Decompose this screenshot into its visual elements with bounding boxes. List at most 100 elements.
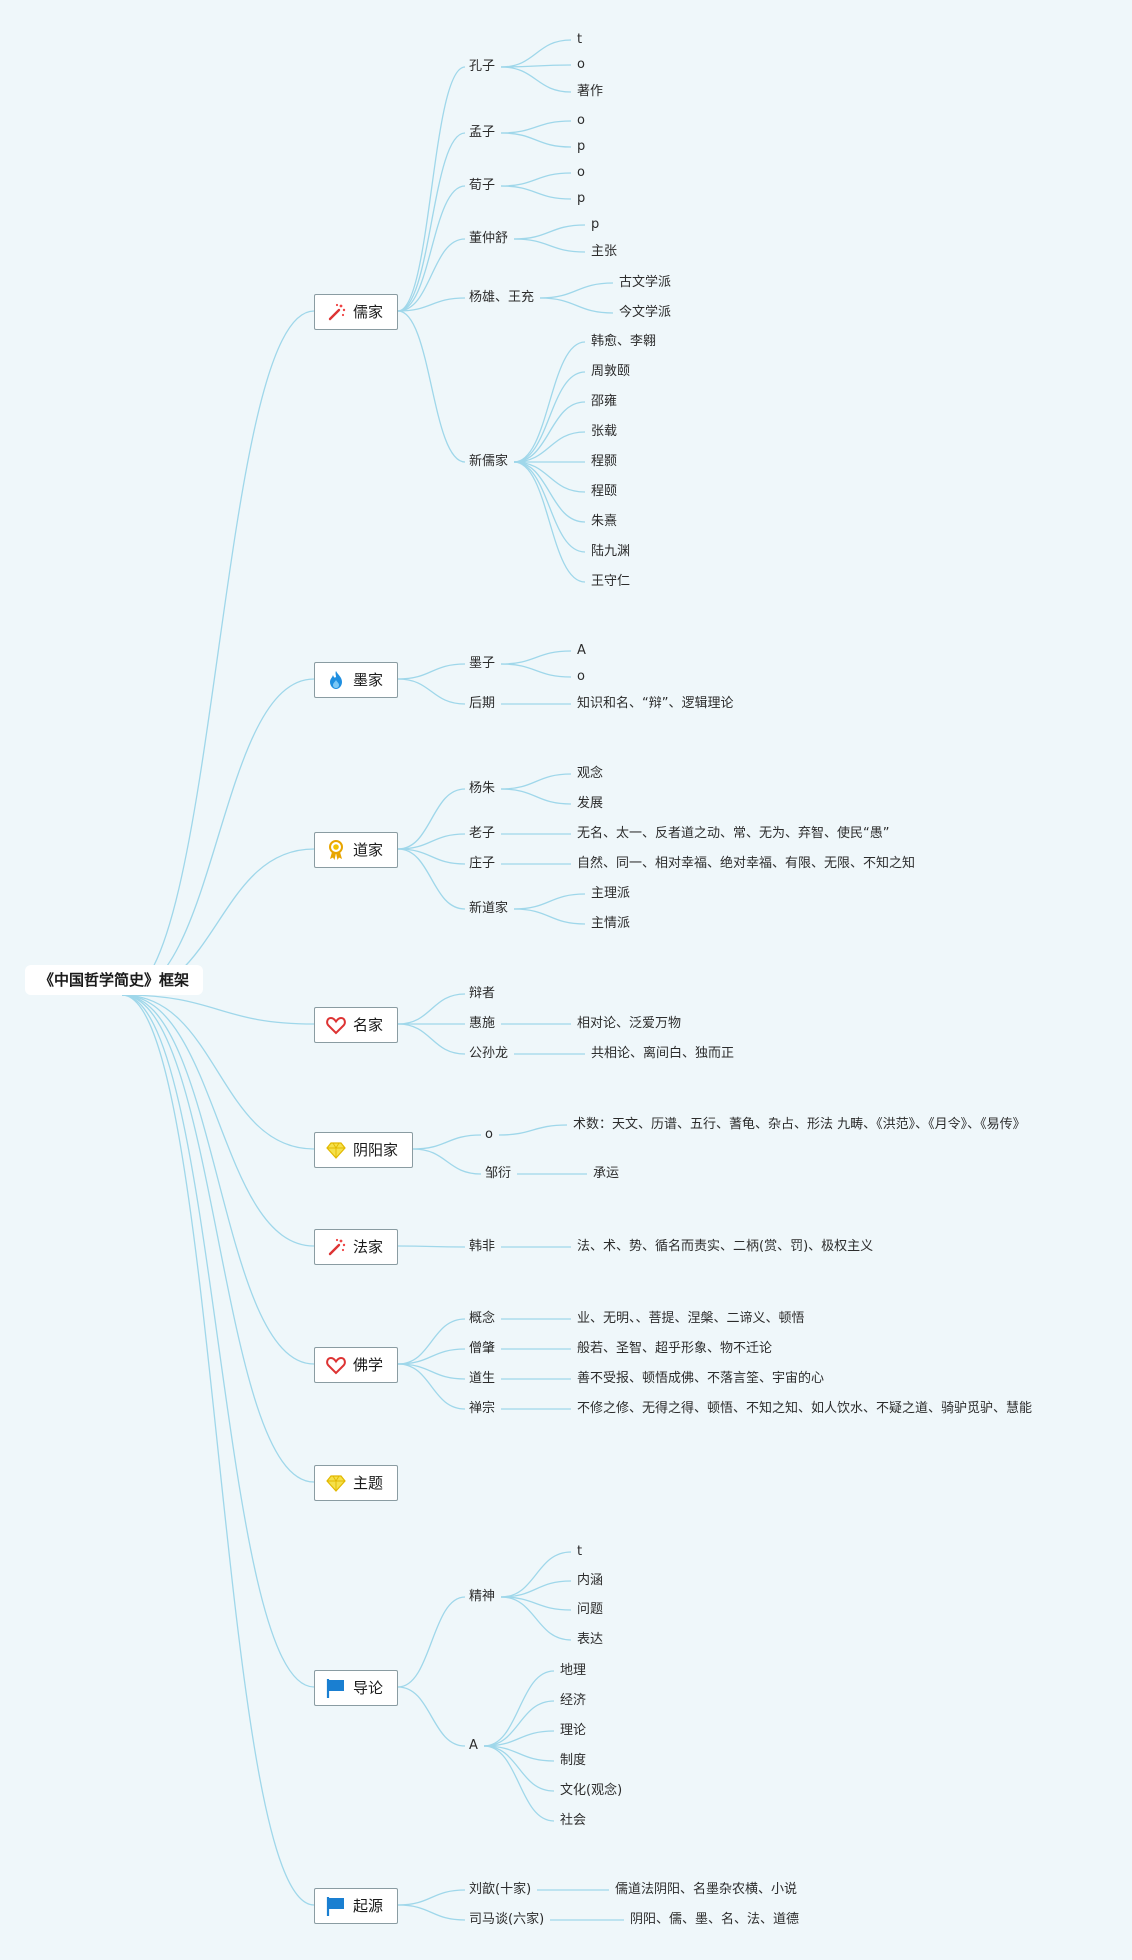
subtopic[interactable]: 孔子: [469, 59, 496, 74]
subtopic[interactable]: 后期: [469, 696, 496, 711]
leaf-topic[interactable]: 著作: [577, 84, 604, 99]
subtopic[interactable]: 墨子: [469, 656, 496, 671]
branch-label: 道家: [353, 841, 384, 859]
subtopic[interactable]: 荀子: [469, 178, 496, 193]
subtopic[interactable]: 老子: [469, 826, 496, 841]
subtopic[interactable]: 司马谈(六家): [469, 1912, 545, 1927]
leaf-topic[interactable]: 主情派: [591, 916, 631, 931]
leaf-topic[interactable]: o: [577, 113, 585, 128]
branch-6[interactable]: 法家: [314, 1229, 399, 1265]
connector-line: [397, 185, 466, 312]
leaf-topic[interactable]: 法、术、势、循名而责实、二柄(赏、罚)、极权主义: [577, 1239, 874, 1254]
subtopic[interactable]: 概念: [469, 1311, 496, 1326]
subtopic[interactable]: 韩非: [469, 1239, 496, 1254]
branch-9[interactable]: 导论: [314, 1670, 399, 1706]
branch-1[interactable]: 儒家: [314, 294, 399, 330]
leaf-topic[interactable]: 自然、同一、相对幸福、绝对幸福、有限、无限、不知之知: [577, 856, 916, 871]
leaf-topic[interactable]: 程颐: [591, 484, 618, 499]
connector-line: [500, 663, 572, 678]
branch-5[interactable]: 阴阳家: [314, 1132, 414, 1168]
leaf-topic[interactable]: 无名、太一、反者道之动、常、无为、弃智、使民“愚”: [577, 826, 890, 841]
leaf-topic[interactable]: 承运: [593, 1166, 620, 1181]
leaf-topic[interactable]: 知识和名、“辩”、逻辑理论: [577, 696, 734, 711]
branch-10[interactable]: 起源: [314, 1888, 399, 1924]
subtopic[interactable]: 邹衍: [485, 1166, 512, 1181]
subtopic[interactable]: 庄子: [469, 856, 496, 871]
connector-line: [397, 993, 466, 1025]
leaf-topic[interactable]: 表达: [577, 1632, 604, 1647]
subtopic[interactable]: 辩者: [469, 986, 496, 1001]
leaf-topic[interactable]: A: [577, 643, 586, 658]
leaf-topic[interactable]: 善不受报、顿悟成佛、不落言筌、宇宙的心: [577, 1371, 825, 1386]
branch-8[interactable]: 主题: [314, 1465, 399, 1501]
subtopic[interactable]: 精神: [469, 1589, 496, 1604]
connector-line: [539, 297, 614, 314]
branch-3[interactable]: 道家: [314, 832, 399, 868]
connector-line: [513, 461, 586, 493]
leaf-topic[interactable]: 发展: [577, 796, 604, 811]
subtopic[interactable]: 道生: [469, 1371, 496, 1386]
leaf-topic[interactable]: 邵雍: [591, 394, 618, 409]
leaf-topic[interactable]: 儒道法阴阳、名墨杂农横、小说: [615, 1882, 798, 1897]
leaf-topic[interactable]: o: [577, 57, 585, 72]
leaf-topic[interactable]: 主张: [591, 244, 618, 259]
subtopic[interactable]: 杨雄、王充: [469, 290, 535, 305]
leaf-topic[interactable]: 今文学派: [619, 305, 672, 320]
sparkle-stick-icon: [325, 1236, 347, 1258]
leaf-topic[interactable]: 文化(观念): [560, 1783, 623, 1798]
connector-line: [397, 848, 466, 910]
subtopic[interactable]: 杨朱: [469, 781, 496, 796]
leaf-topic[interactable]: 韩愈、李翱: [591, 334, 657, 349]
subtopic[interactable]: 僧肇: [469, 1341, 496, 1356]
leaf-topic[interactable]: 社会: [560, 1813, 587, 1828]
leaf-topic[interactable]: p: [577, 191, 586, 206]
subtopic[interactable]: 惠施: [469, 1016, 496, 1031]
leaf-topic[interactable]: 地理: [560, 1663, 587, 1678]
flame-icon: [325, 669, 347, 691]
leaf-topic[interactable]: t: [577, 32, 583, 47]
leaf-topic[interactable]: 术数：天文、历谱、五行、蓍龟、杂占、形法 九畴、《洪范》、《月令》、《易传》: [573, 1117, 1026, 1132]
leaf-topic[interactable]: p: [591, 217, 600, 232]
leaf-topic[interactable]: 张载: [591, 424, 618, 439]
leaf-topic[interactable]: 不修之修、无得之得、顿悟、不知之知、如人饮水、不疑之道、骑驴觅驴、慧能: [577, 1401, 1033, 1416]
subtopic[interactable]: o: [485, 1127, 493, 1142]
leaf-topic[interactable]: 理论: [560, 1723, 587, 1738]
leaf-topic[interactable]: 相对论、泛爱万物: [577, 1016, 682, 1031]
subtopic[interactable]: 禅宗: [469, 1401, 496, 1416]
leaf-topic[interactable]: 王守仁: [591, 574, 631, 589]
subtopic[interactable]: 董仲舒: [469, 231, 509, 246]
subtopic[interactable]: 孟子: [469, 125, 496, 140]
leaf-topic[interactable]: 古文学派: [619, 275, 672, 290]
heart-icon: [325, 1014, 347, 1036]
leaf-topic[interactable]: 业、无明、、菩提、涅槃、二谛义、顿悟: [577, 1311, 805, 1326]
branch-7[interactable]: 佛学: [314, 1347, 399, 1383]
leaf-topic[interactable]: p: [577, 139, 586, 154]
leaf-topic[interactable]: 制度: [560, 1753, 587, 1768]
subtopic[interactable]: 新儒家: [469, 454, 509, 469]
subtopic[interactable]: 新道家: [469, 901, 509, 916]
leaf-topic[interactable]: 主理派: [591, 886, 631, 901]
leaf-topic[interactable]: 般若、圣智、超乎形象、物不迁论: [577, 1341, 773, 1356]
connector-line: [500, 185, 572, 200]
leaf-topic[interactable]: 问题: [577, 1602, 604, 1617]
leaf-topic[interactable]: 周敦颐: [591, 364, 631, 379]
leaf-topic[interactable]: 共相论、离间白、独而正: [591, 1046, 735, 1061]
root-topic[interactable]: 《中国哲学简史》框架: [25, 965, 204, 995]
leaf-topic[interactable]: 程颢: [591, 454, 618, 469]
heart-icon: [325, 1354, 347, 1376]
leaf-topic[interactable]: 经济: [560, 1693, 587, 1708]
leaf-topic[interactable]: o: [577, 165, 585, 180]
leaf-topic[interactable]: 阴阳、儒、墨、名、法、道德: [630, 1912, 800, 1927]
branch-2[interactable]: 墨家: [314, 662, 399, 698]
leaf-topic[interactable]: t: [577, 1544, 583, 1559]
leaf-topic[interactable]: o: [577, 669, 585, 684]
subtopic[interactable]: A: [469, 1738, 478, 1753]
subtopic[interactable]: 公孙龙: [469, 1046, 509, 1061]
branch-4[interactable]: 名家: [314, 1007, 399, 1043]
leaf-topic[interactable]: 观念: [577, 766, 604, 781]
leaf-topic[interactable]: 朱熹: [591, 514, 618, 529]
leaf-topic[interactable]: 陆九渊: [591, 544, 631, 559]
subtopic[interactable]: 刘歆(十家): [469, 1882, 532, 1897]
connector-line: [121, 994, 315, 1365]
leaf-topic[interactable]: 内涵: [577, 1573, 604, 1588]
